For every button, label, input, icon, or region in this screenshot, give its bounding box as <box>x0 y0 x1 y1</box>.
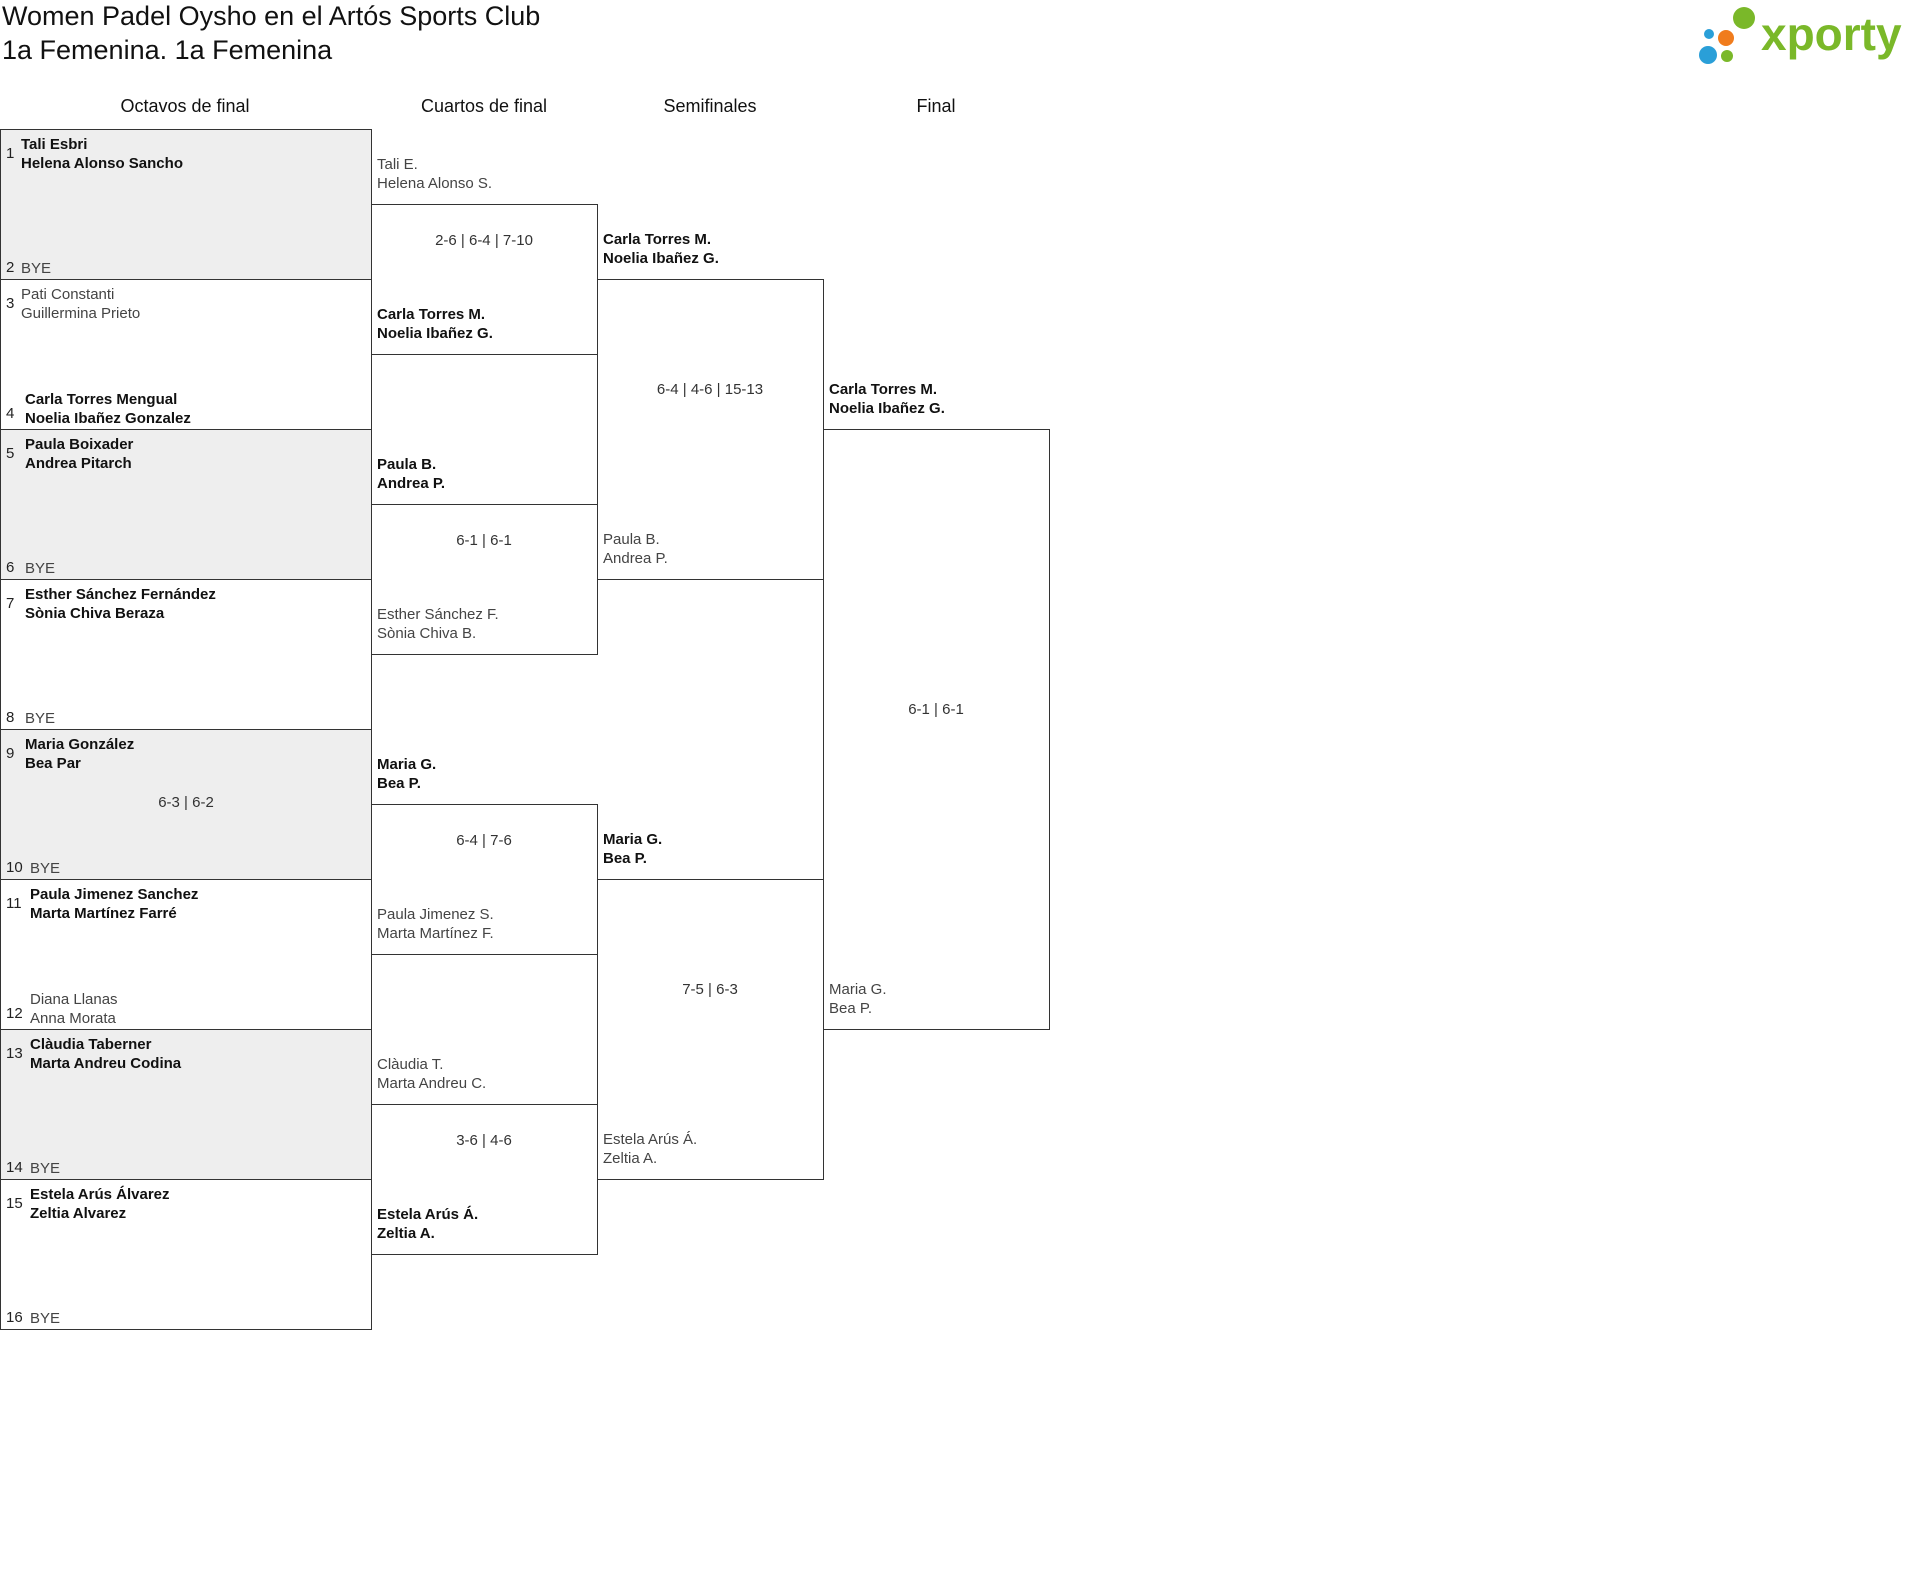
team-player: Paula B. <box>377 456 437 473</box>
team-player: Bea P. <box>603 850 647 867</box>
round-header: Octavos de final <box>120 96 250 116</box>
logo-text: xporty <box>1761 8 1902 60</box>
seed-number: 13 <box>6 1045 23 1062</box>
seed-number: 7 <box>6 595 15 612</box>
logo-dot-blue-small <box>1704 29 1714 39</box>
team-player: Paula B. <box>603 531 660 548</box>
seed-number: 12 <box>6 1005 23 1022</box>
seed-number: 10 <box>6 859 23 876</box>
team-player: Andrea Pitarch <box>25 455 132 472</box>
seed-number: 15 <box>6 1195 23 1212</box>
match-box-r16 <box>0 729 372 880</box>
team-player: Tali E. <box>377 156 418 173</box>
team-player: Maria G. <box>829 981 887 998</box>
team-player: Zeltia A. <box>377 1225 435 1242</box>
match-score: 6-1 | 6-1 <box>456 532 512 549</box>
team-player: Bea Par <box>25 755 81 772</box>
team-player: Andrea P. <box>603 550 668 567</box>
team-player: Sònia Chiva B. <box>377 625 477 642</box>
seed-number: 8 <box>6 709 15 726</box>
team-player: Marta Andreu Codina <box>30 1055 182 1072</box>
team-name: BYE <box>25 560 56 577</box>
team-player: Estela Arús Álvarez <box>30 1186 170 1203</box>
team-player: Esther Sánchez F. <box>377 606 499 623</box>
match-score: 6-3 | 6-2 <box>158 794 214 811</box>
team-player: Noelia Ibañez Gonzalez <box>25 410 191 427</box>
team-player: Andrea P. <box>377 475 446 492</box>
match-score: 3-6 | 4-6 <box>456 1132 512 1149</box>
team-player: Paula Jimenez S. <box>377 906 494 923</box>
seed-number: 5 <box>6 445 15 462</box>
team-player: Maria González <box>25 736 135 753</box>
team-player: Maria G. <box>377 756 437 773</box>
logo-dot-green-small <box>1721 50 1733 62</box>
seed-number: 2 <box>6 259 15 276</box>
team-name: BYE <box>25 710 56 727</box>
team-player: Esther Sánchez Fernández <box>25 586 216 603</box>
team-player: Carla Torres M. <box>603 231 712 248</box>
team-name: BYE <box>21 260 52 277</box>
logo-dot-blue <box>1699 46 1717 64</box>
team-player: Estela Arús Á. <box>603 1131 698 1148</box>
team-player: Noelia Ibañez G. <box>829 400 945 417</box>
page-title: Women Padel Oysho en el Artós Sports Clu… <box>2 1 541 31</box>
team-player: Noelia Ibañez G. <box>377 325 493 342</box>
logo-dot-orange <box>1718 30 1734 46</box>
seed-number: 9 <box>6 745 15 762</box>
team-player: Maria G. <box>603 831 663 848</box>
round-header: Final <box>916 96 956 116</box>
team-player: Clàudia T. <box>377 1056 444 1073</box>
team-player: Anna Morata <box>30 1010 116 1027</box>
match-box-final <box>823 429 1050 1030</box>
seed-number: 11 <box>6 895 22 912</box>
seed-number: 6 <box>6 559 15 576</box>
team-player: Paula Jimenez Sanchez <box>30 886 199 903</box>
seed-number: 4 <box>6 405 15 422</box>
team-player: Bea P. <box>829 1000 873 1017</box>
team-player: Paula Boixader <box>25 436 134 453</box>
team-player: Sònia Chiva Beraza <box>25 605 165 622</box>
match-score: 2-6 | 6-4 | 7-10 <box>435 232 533 249</box>
xporty-logo: xporty <box>1699 7 1902 64</box>
team-player: Helena Alonso S. <box>377 175 493 192</box>
seed-number: 14 <box>6 1159 23 1176</box>
team-player: Pati Constanti <box>21 286 115 303</box>
match-score: 6-4 | 4-6 | 15-13 <box>656 381 764 398</box>
team-player: Marta Andreu C. <box>377 1075 487 1092</box>
team-player: Carla Torres Mengual <box>25 391 178 408</box>
team-player: Carla Torres M. <box>829 381 938 398</box>
team-player: Marta Martínez Farré <box>30 905 177 922</box>
team-player: Clàudia Taberner <box>30 1036 152 1053</box>
seed-number: 16 <box>6 1309 23 1326</box>
team-player: Guillermina Prieto <box>21 305 141 322</box>
team-player: Zeltia Alvarez <box>30 1205 127 1222</box>
match-score: 6-4 | 7-6 <box>456 832 512 849</box>
team-player: Estela Arús Á. <box>377 1206 479 1223</box>
match-box-r16 <box>0 129 372 280</box>
seed-number: 1 <box>6 145 15 162</box>
team-player: Carla Torres M. <box>377 306 486 323</box>
round-header: Cuartos de final <box>420 96 548 116</box>
team-player: Diana Llanas <box>30 991 118 1008</box>
team-player: Noelia Ibañez G. <box>603 250 719 267</box>
seed-number: 3 <box>6 295 15 312</box>
team-player: Zeltia A. <box>603 1150 658 1167</box>
team-player: Tali Esbri <box>21 136 88 153</box>
team-player: Helena Alonso Sancho <box>21 155 183 172</box>
team-name: BYE <box>30 1310 61 1327</box>
match-score: 7-5 | 6-3 <box>682 981 738 998</box>
team-name: BYE <box>30 1160 61 1177</box>
team-name: BYE <box>30 860 61 877</box>
page-subtitle: 1a Femenina. 1a Femenina <box>2 35 333 65</box>
team-player: Marta Martínez F. <box>377 925 494 942</box>
match-score: 6-1 | 6-1 <box>908 701 964 718</box>
logo-dot-green <box>1733 7 1755 29</box>
team-player: Bea P. <box>377 775 421 792</box>
round-header: Semifinales <box>663 96 757 116</box>
